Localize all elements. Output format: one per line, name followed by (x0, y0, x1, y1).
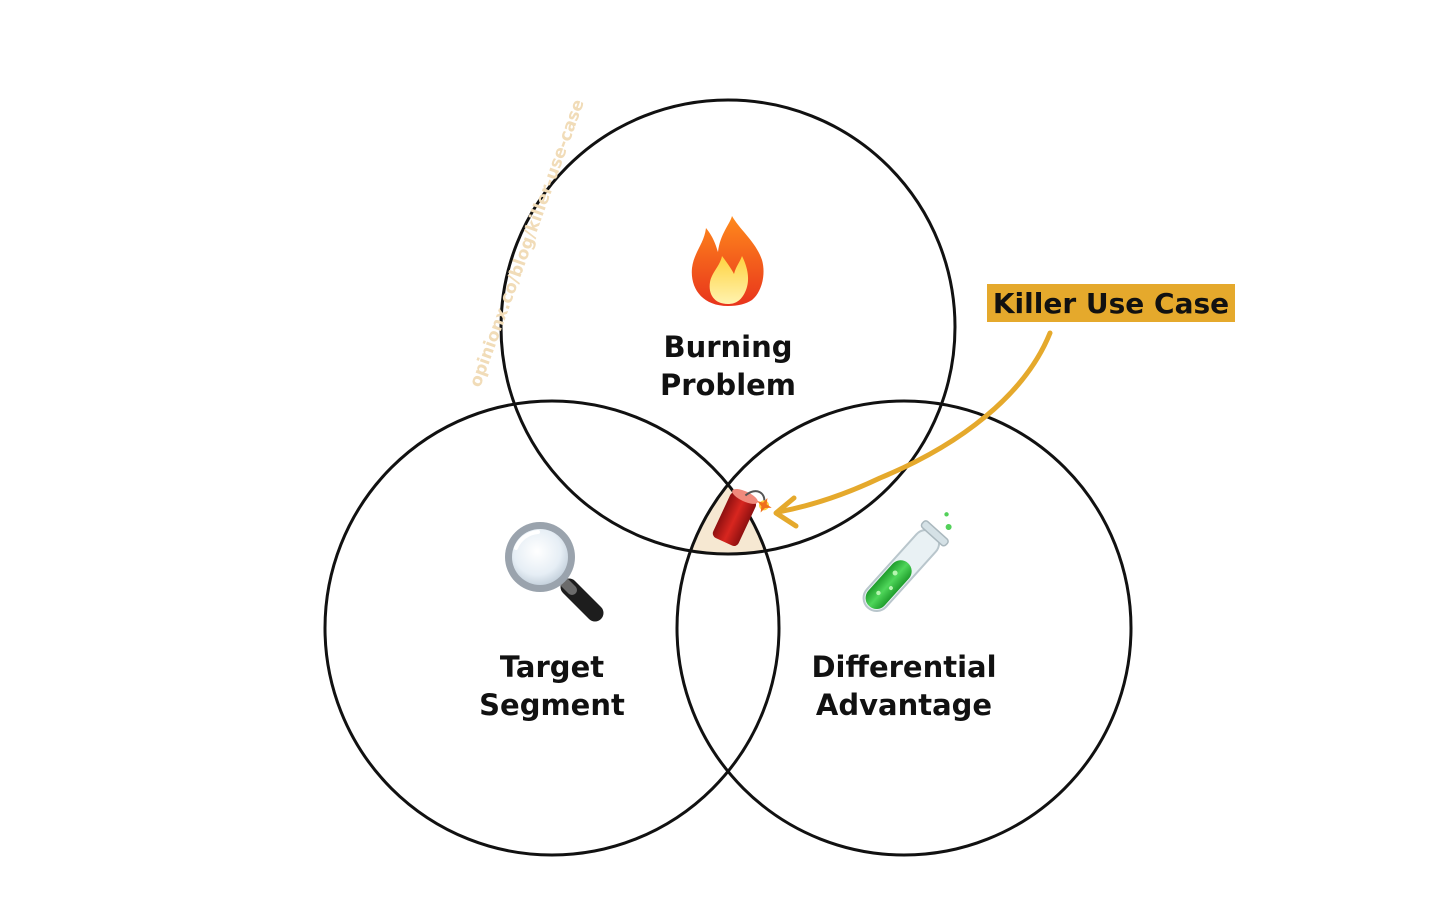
callout-label: Killer Use Case (993, 287, 1229, 320)
label-burning-problem-line2: Problem (660, 368, 796, 402)
circle-target-segment (323, 399, 781, 857)
label-differential-advantage-line1: Differential (811, 650, 996, 684)
arrowhead-icon (773, 495, 799, 529)
firecracker-icon (712, 488, 772, 547)
callout-arrow (775, 330, 1053, 515)
callout-highlight (987, 284, 1235, 322)
label-burning-problem-line1: Burning (663, 330, 792, 364)
label-target-segment-line2: Segment (479, 688, 625, 722)
test-tube-icon (862, 512, 952, 613)
magnifying-glass-icon (505, 522, 604, 622)
label-differential-advantage-line2: Advantage (816, 688, 992, 722)
circle-differential-advantage (675, 399, 1133, 857)
watermark-text: opinionx.co/blog/killer-use-case (466, 97, 589, 390)
fire-icon (691, 216, 764, 306)
label-target-segment-line1: Target (500, 650, 604, 684)
circle-burning-problem (499, 98, 957, 556)
